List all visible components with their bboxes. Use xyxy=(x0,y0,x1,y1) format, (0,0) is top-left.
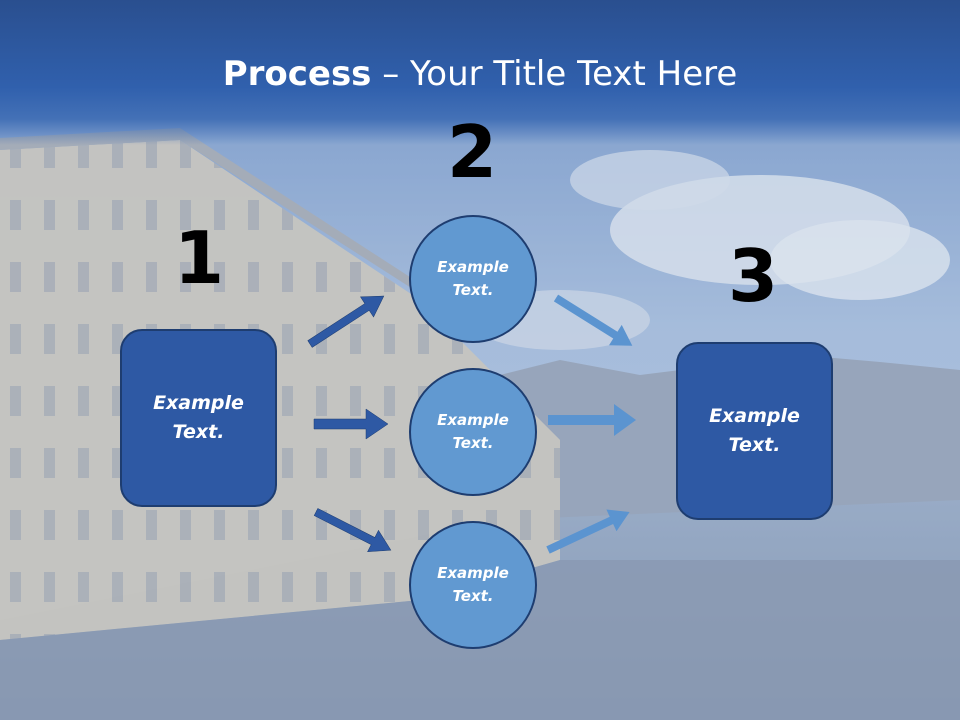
step-2-circle-bottom: Example Text. xyxy=(409,521,537,649)
arrow-1-to-2c xyxy=(313,508,392,553)
title-bold: Process xyxy=(222,54,372,94)
step-2-number: 2 xyxy=(446,110,498,194)
slide-title: Process – Your Title Text Here xyxy=(0,52,960,96)
arrow-2b-to-3 xyxy=(548,404,636,436)
title-band xyxy=(0,0,960,145)
step-1-number: 1 xyxy=(173,216,225,300)
arrow-1-to-2a xyxy=(307,295,385,348)
step-3-text: Example Text. xyxy=(709,405,800,456)
step-1-box: Example Text. xyxy=(120,329,277,507)
step-2-text-middle: Example Text. xyxy=(437,411,509,452)
title-rest: – Your Title Text Here xyxy=(371,54,738,94)
step-3-number: 3 xyxy=(727,234,779,318)
arrow-2a-to-3 xyxy=(553,294,633,346)
step-1-text: Example Text. xyxy=(153,392,244,443)
step-3-box: Example Text. xyxy=(676,342,833,520)
step-2-circle-middle: Example Text. xyxy=(409,368,537,496)
step-2-text-top: Example Text. xyxy=(437,258,509,299)
arrow-2c-to-3 xyxy=(546,509,630,554)
step-2-circle-top: Example Text. xyxy=(409,215,537,343)
step-2-text-bottom: Example Text. xyxy=(437,564,509,605)
arrow-1-to-2b xyxy=(313,408,389,440)
